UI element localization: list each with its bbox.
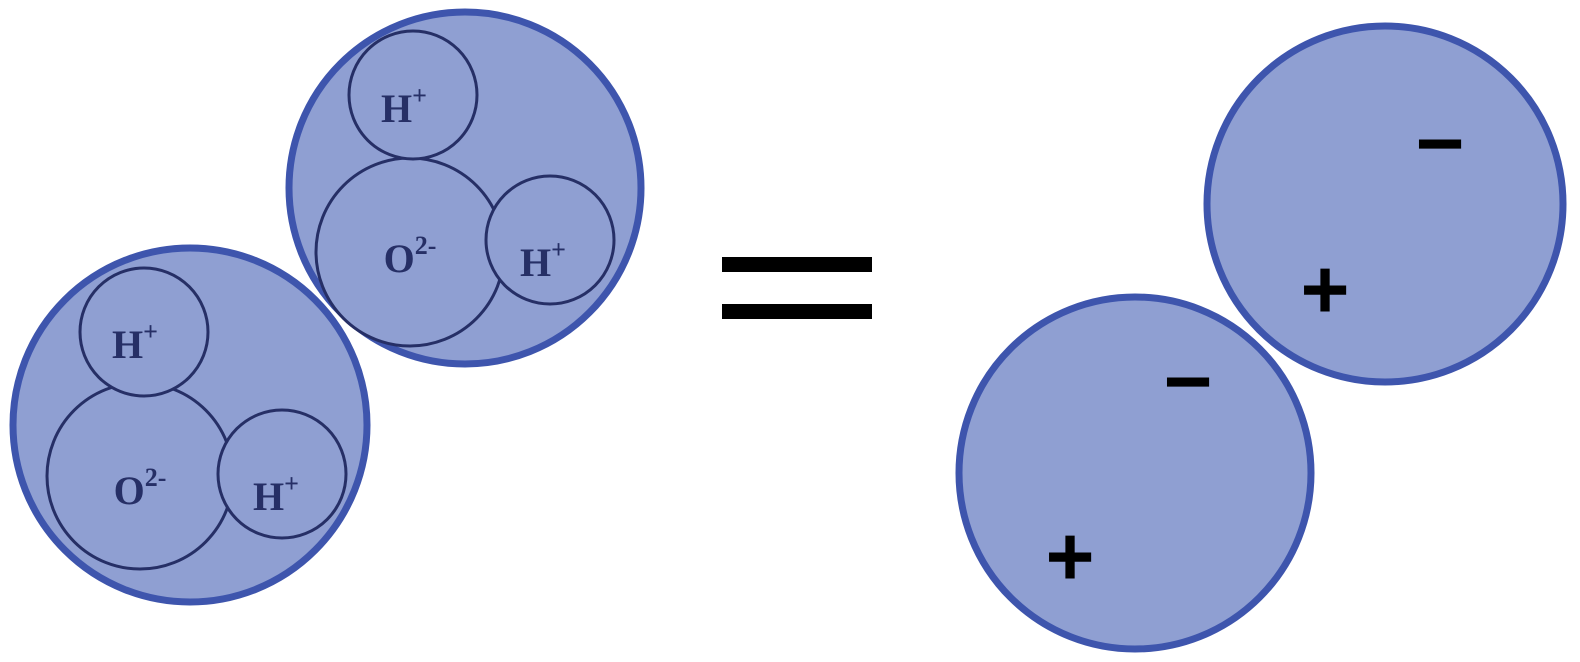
hydrogen-right-label: H+ xyxy=(253,469,299,519)
dipole-molecule-bottom: − + xyxy=(955,293,1315,653)
oxygen-label: O2- xyxy=(384,231,437,281)
hydrogen-atom-top xyxy=(78,266,210,398)
dipole-outline xyxy=(1203,22,1567,386)
equals-bar-bottom xyxy=(722,304,872,319)
positive-sign: + xyxy=(1300,242,1349,336)
hydrogen-top-label: H+ xyxy=(112,317,158,367)
negative-sign: − xyxy=(1415,96,1464,190)
dipole-molecule-top: − + xyxy=(1203,22,1567,386)
equals-bar-top xyxy=(722,257,872,272)
hydrogen-right-label: H+ xyxy=(520,235,566,285)
hydrogen-atom-top xyxy=(347,29,479,161)
negative-sign: − xyxy=(1163,334,1212,428)
positive-sign: + xyxy=(1045,509,1094,603)
molecule-detailed-bottom: H+ O2- H+ xyxy=(9,244,371,606)
equals-sign xyxy=(722,257,872,319)
hydrogen-atom-right xyxy=(484,174,616,306)
dipole-outline xyxy=(955,293,1315,653)
hydrogen-top-label: H+ xyxy=(381,81,427,131)
hydrogen-atom-right xyxy=(216,408,348,540)
molecule-detailed-top: H+ O2- H+ xyxy=(285,8,645,368)
oxygen-label: O2- xyxy=(114,463,167,513)
